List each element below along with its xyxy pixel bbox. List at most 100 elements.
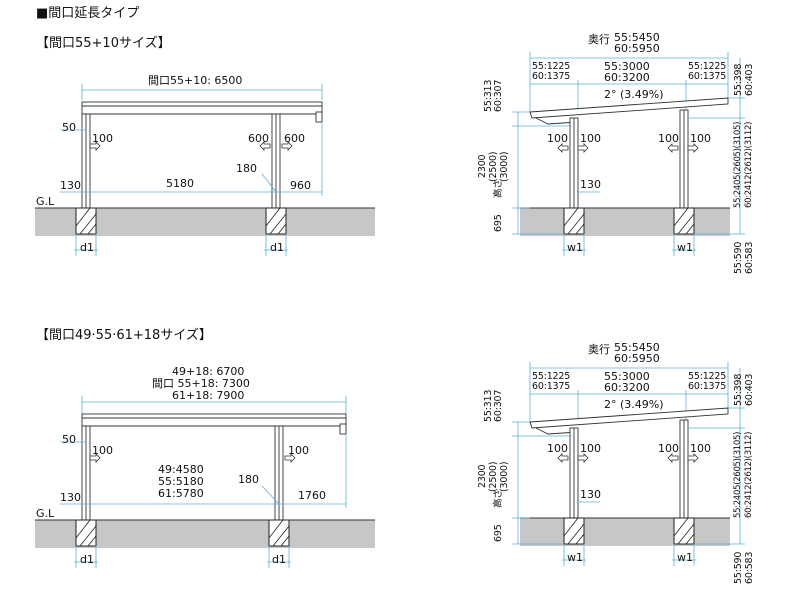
- sloped-roof-2: [529, 407, 729, 429]
- roof-right-label: 60:403: [744, 63, 755, 96]
- post-offset-label: 100: [547, 132, 568, 145]
- depth-695-label: 695: [493, 524, 504, 542]
- side-foundation-right-2: [673, 517, 695, 545]
- d1-label: d1: [270, 241, 284, 254]
- depth-value: 55:5450: [614, 31, 660, 44]
- height-label: (3000): [499, 461, 510, 492]
- arrow-left-icon: [667, 453, 679, 463]
- post-offset-label: 100: [580, 442, 601, 455]
- seg-label: 55:1225: [688, 61, 727, 72]
- front-view-2: [35, 396, 375, 568]
- depth-695-label: 695: [493, 214, 504, 232]
- seg-label: 60:1375: [532, 71, 571, 82]
- post-size-label: 180: [236, 162, 257, 175]
- width-label: 49+18: 6700: [172, 365, 245, 378]
- post-offset-label: 100: [547, 442, 568, 455]
- seg-label: 60:3200: [604, 71, 650, 84]
- offset-label: 600: [284, 132, 305, 145]
- right-height-label: 60:2412(2612)(3112): [744, 431, 754, 518]
- span-label: 55:5180: [158, 475, 204, 488]
- arrow-left-icon: [557, 143, 569, 153]
- overhang-label: 1760: [298, 489, 326, 502]
- depth-label: 奥行: [588, 343, 610, 356]
- sloped-roof-1: [529, 97, 729, 119]
- arrow-left-icon: [667, 143, 679, 153]
- bottom-label: 55:590: [733, 551, 744, 584]
- span-label: 61:5780: [158, 487, 204, 500]
- depth-value: 55:5450: [614, 341, 660, 354]
- arrow-right-icon: [577, 453, 589, 463]
- roof-2: [81, 413, 347, 427]
- gl-label: G.L: [36, 507, 55, 520]
- depth-label: 奥行: [588, 33, 610, 46]
- gl-label: G.L: [36, 195, 55, 208]
- section-heading-2: 【間口49·55·61+18サイズ】: [36, 328, 212, 343]
- post-offset-label: 100: [690, 442, 711, 455]
- overhang-label: 960: [290, 179, 311, 192]
- slope-label: 2° (3.49%): [604, 398, 664, 411]
- post-offset-label: 100: [658, 132, 679, 145]
- arrow-right-icon: [89, 141, 101, 151]
- seg-label: 55:3000: [604, 370, 650, 383]
- base-label: 130: [60, 491, 81, 504]
- foundation-right-1: [265, 207, 287, 235]
- right-height-label: 55:2405(2605)(3105): [733, 121, 743, 208]
- foundation-right-2: [268, 519, 290, 547]
- bottom-label: 55:590: [733, 241, 744, 274]
- width-label: 間口 55+18: 7300: [152, 377, 250, 390]
- foundation-left-1: [75, 207, 97, 235]
- side-view-2: [512, 362, 745, 566]
- right-height-label: 60:2412(2612)(3112): [744, 121, 754, 208]
- height-label: (2500): [488, 151, 499, 182]
- d1-label: d1: [80, 241, 94, 254]
- offset-label: 100: [92, 132, 113, 145]
- post-size-label: 180: [238, 473, 259, 486]
- ground-4: [520, 518, 730, 546]
- depth-value: 60:5950: [614, 42, 660, 55]
- roof-left-label: 60:307: [493, 79, 504, 112]
- page-title: ■間口延長タイプ: [36, 6, 140, 21]
- offset-label: 600: [248, 132, 269, 145]
- arrow-right-icon: [284, 453, 296, 463]
- roof-left-label: 60:307: [493, 389, 504, 422]
- d1-label: d1: [80, 553, 94, 566]
- arrow-left-icon: [557, 453, 569, 463]
- seg-label: 55:1225: [532, 61, 571, 72]
- height-caption: 高さ: [493, 489, 504, 508]
- offset-label: 100: [288, 444, 309, 457]
- post-offset-label: 100: [690, 132, 711, 145]
- right-height-label: 55:2405(2605)(3105): [733, 431, 743, 518]
- roof-right-label: 60:403: [744, 373, 755, 406]
- base-label: 130: [580, 488, 601, 501]
- height-label: 2300: [477, 464, 488, 488]
- w1-label: w1: [677, 551, 693, 564]
- seg-label: 55:3000: [604, 60, 650, 73]
- arrow-right-icon: [687, 143, 699, 153]
- base-label: 130: [60, 179, 81, 192]
- arrow-right-icon: [577, 143, 589, 153]
- depth-value: 60:5950: [614, 352, 660, 365]
- roof-1: [81, 101, 323, 115]
- side-foundation-left-1: [563, 207, 585, 235]
- d1-label: d1: [272, 553, 286, 566]
- seg-label: 60:3200: [604, 381, 650, 394]
- foundation-left-2: [75, 519, 97, 547]
- roof-right-label: 55:398: [733, 373, 744, 406]
- height-label: (2500): [488, 461, 499, 492]
- post-offset-label: 100: [658, 442, 679, 455]
- w1-label: w1: [567, 241, 583, 254]
- width-label: 61+18: 7900: [172, 389, 245, 402]
- side-foundation-right-1: [673, 207, 695, 235]
- seg-label: 55:1225: [688, 371, 727, 382]
- arrow-right-icon: [89, 453, 101, 463]
- seg-label: 60:1375: [532, 381, 571, 392]
- slope-label: 2° (3.49%): [604, 88, 664, 101]
- width-label: 間口55+10: 6500: [148, 74, 243, 87]
- w1-label: w1: [677, 241, 693, 254]
- arrow-right-icon: [687, 453, 699, 463]
- seg-label: 55:1225: [532, 371, 571, 382]
- w1-label: w1: [567, 551, 583, 564]
- ground-3: [520, 208, 730, 236]
- bottom-label: 60:583: [744, 551, 755, 584]
